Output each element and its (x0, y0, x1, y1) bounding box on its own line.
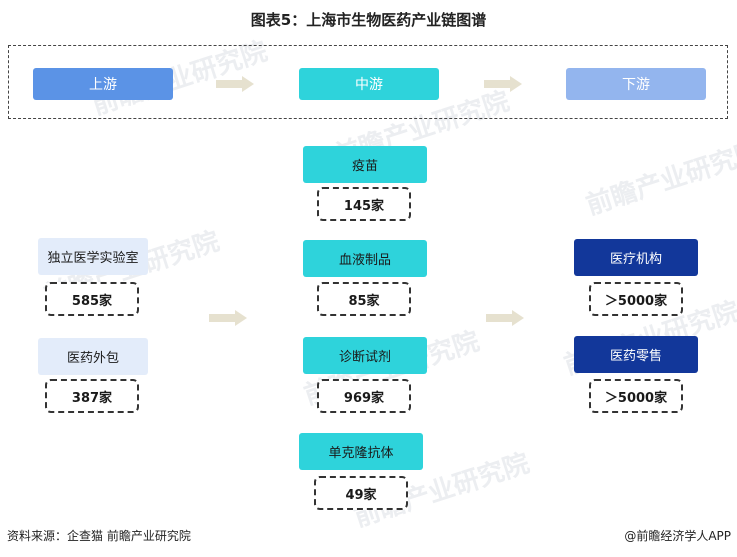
stage-frame (8, 45, 728, 119)
stage-midstream: 中游 (299, 68, 439, 100)
midstream-node-diagnostic: 诊断试剂 (303, 337, 427, 374)
midstream-count-diagnostic: 969家 (317, 379, 411, 413)
downstream-node-retail: 医药零售 (574, 336, 698, 373)
arrow-icon (484, 76, 524, 92)
midstream-node-vaccine: 疫苗 (303, 146, 427, 183)
arrow-icon (486, 310, 526, 326)
midstream-node-blood: 血液制品 (303, 240, 427, 277)
upstream-count-lab: 585家 (45, 282, 139, 316)
midstream-count-antibody: 49家 (314, 476, 408, 510)
watermark: 前瞻产业研究院 (582, 136, 737, 222)
source-note: 资料来源：企查猫 前瞻产业研究院 (7, 529, 191, 543)
upstream-node-outsourcing: 医药外包 (38, 338, 148, 375)
arrow-icon (216, 76, 256, 92)
arrow-icon (209, 310, 249, 326)
upstream-node-lab: 独立医学实验室 (38, 238, 148, 275)
stage-upstream: 上游 (33, 68, 173, 100)
midstream-count-vaccine: 145家 (317, 187, 411, 221)
page-title: 图表5：上海市生物医药产业链图谱 (250, 11, 487, 29)
downstream-count-retail: ＞5000家 (589, 379, 683, 413)
credit-note: @前瞻经济学人APP (624, 529, 731, 543)
stage-downstream: 下游 (566, 68, 706, 100)
upstream-count-outsourcing: 387家 (45, 379, 139, 413)
midstream-node-antibody: 单克隆抗体 (299, 433, 423, 470)
midstream-count-blood: 85家 (317, 282, 411, 316)
downstream-count-medical: ＞5000家 (589, 282, 683, 316)
downstream-node-medical: 医疗机构 (574, 239, 698, 276)
